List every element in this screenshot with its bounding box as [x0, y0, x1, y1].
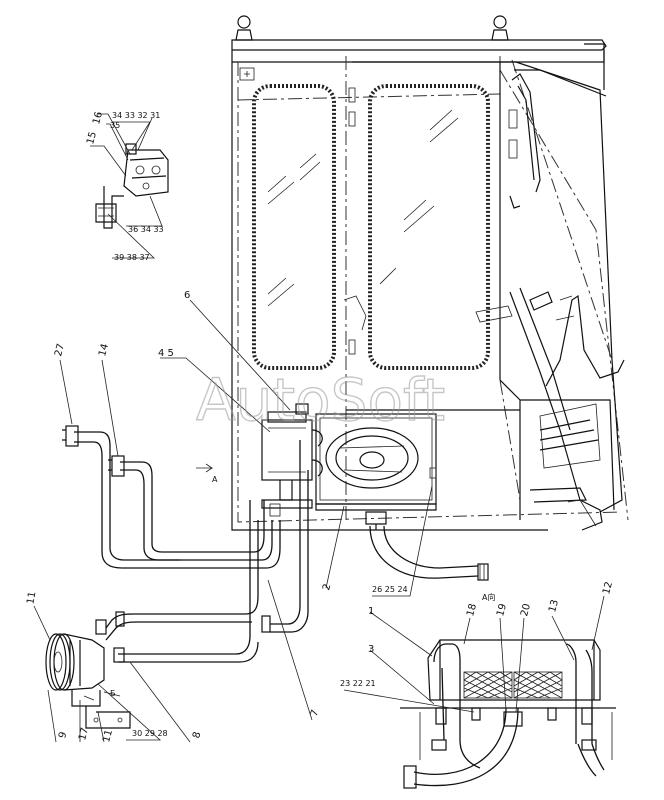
callout-31-35: 34 33 32 31: [112, 111, 160, 120]
callout-12: 12: [601, 581, 615, 596]
condenser-view: [400, 639, 616, 789]
drain-hose: [369, 525, 489, 581]
callout-35: 35: [110, 121, 120, 130]
right-window: [343, 84, 513, 370]
callout-8: 8: [191, 731, 203, 740]
callout-11-bottom: 11: [101, 729, 115, 744]
hinges: [348, 87, 518, 355]
callout-13: 13: [547, 599, 561, 614]
evaporator-unit: [315, 413, 437, 530]
callout-33-36: 36 34 33: [128, 225, 164, 234]
callout-17: 17: [77, 727, 91, 742]
callout-3: 3: [368, 644, 374, 655]
watermark: AutoSoft: [196, 366, 445, 434]
callout-9: 9: [57, 731, 69, 740]
refrigerant-hoses: [62, 425, 309, 663]
view-arrow-label: A: [212, 475, 218, 484]
callout-27: 27: [53, 343, 67, 358]
callout-24-26: 26 25 24: [372, 585, 408, 594]
callout-20: 20: [519, 603, 533, 618]
callout-11-left: 11: [25, 591, 38, 605]
cab-frame: [231, 15, 629, 531]
callout-14: 14: [97, 343, 111, 358]
callout-4-5: 4 5: [158, 348, 174, 359]
callout-1: 1: [368, 606, 374, 617]
callout-16: 16: [91, 111, 105, 126]
callout-21-23: 23 22 21: [340, 679, 376, 688]
callout-2: 2: [321, 583, 333, 592]
callout-28-30: 30 29 28: [132, 729, 168, 738]
callout-7: 7: [309, 708, 322, 718]
steering-column: [509, 195, 625, 531]
callout-15: 15: [85, 131, 99, 146]
view-b-label: Б: [110, 689, 116, 698]
view-a-label: A向: [482, 592, 495, 602]
callout-6: 6: [184, 290, 190, 301]
leader-lines: [33, 113, 605, 743]
callout-18: 18: [465, 603, 479, 618]
callout-19: 19: [495, 603, 509, 618]
compressor: [45, 633, 131, 729]
receiver-drier: [261, 403, 323, 517]
callouts: 1 2 3 4 5 6 7 8 9 11 11 12 13 14 15 16 1…: [25, 111, 615, 744]
bracket-view: [95, 143, 169, 229]
left-window: [252, 84, 336, 370]
callout-37-39: 39 38 37: [114, 253, 150, 262]
